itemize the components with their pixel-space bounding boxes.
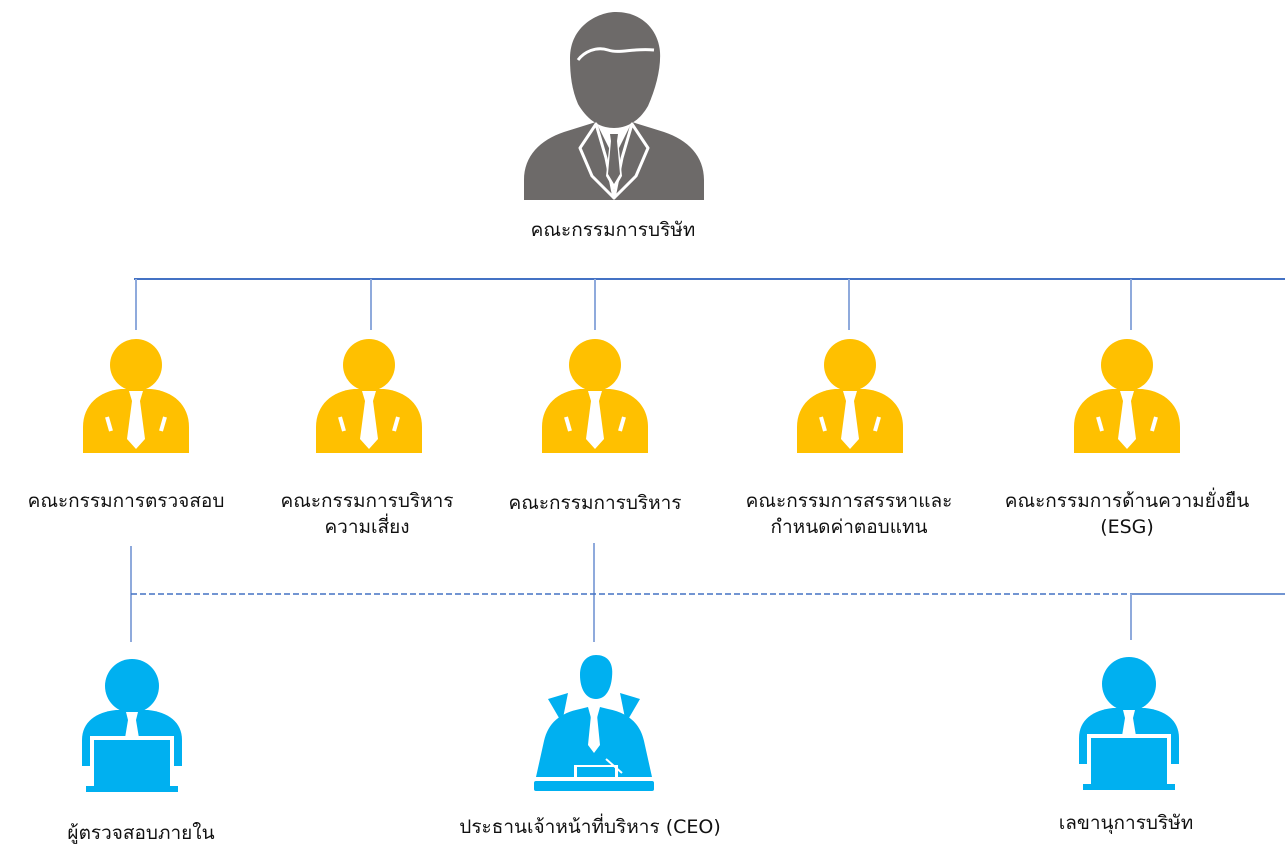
committee-2-label: คณะกรรมการบริหาร ความเสี่ยง [280,490,454,538]
committee-3-label: คณะกรรมการบริหาร [508,492,682,514]
board-label: คณะกรรมการบริษัท [530,219,696,241]
secretary-laptop-icon [1079,657,1179,790]
internal-auditor-label: ผู้ตรวจสอบภายใน [67,822,215,844]
company-secretary-label: เลขานุการบริษัท [1058,812,1194,834]
committee-2-person-icon [316,339,422,453]
ceo-label: ประธานเจ้าหน้าที่บริหาร (CEO) [459,816,721,838]
committee-1-label: คณะกรรมการตรวจสอบ [27,490,225,512]
committee-1-person-icon [83,339,189,453]
board-executive-icon [524,12,704,200]
internal-auditor-laptop-icon [82,659,182,792]
committee-4-label: คณะกรรมการสรรหาและ กำหนดค่าตอบแทน [745,490,953,538]
committee-5-person-icon [1074,339,1180,453]
committee-3-person-icon [542,339,648,453]
ceo-executive-desk-icon [534,655,654,791]
committee-5-label: คณะกรรมการด้านความยั่งยืน (ESG) [1004,490,1250,538]
committee-4-person-icon [797,339,903,453]
